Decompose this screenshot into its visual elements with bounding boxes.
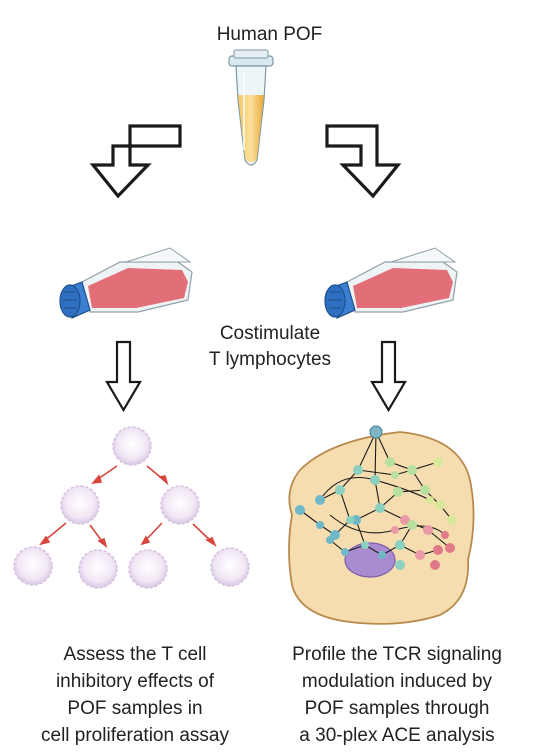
t-cell-gen1-left	[60, 485, 100, 525]
t-cell-gen2-4	[210, 547, 250, 587]
right-caption: Profile the TCR signaling modulation ind…	[255, 641, 539, 749]
left-caption: Assess the T cell inhibitory effects of …	[0, 641, 270, 749]
t-cell-gen2-3	[128, 549, 168, 589]
culture-flask-right-icon	[324, 247, 458, 319]
right-caption-line-4: a 30-plex ACE analysis	[299, 725, 495, 746]
costimulate-line-1: Costimulate	[219, 323, 321, 344]
left-caption-line-2: inhibitory effects of	[55, 671, 215, 692]
down-arrow-right-icon	[370, 340, 407, 413]
t-cell-gen2-1	[13, 546, 53, 586]
t-cell-parent	[112, 426, 152, 466]
proliferation-tree	[13, 426, 250, 589]
right-caption-line-3: POF samples through	[304, 698, 490, 719]
down-arrow-left-icon	[105, 340, 142, 413]
t-cell-gen1-right	[160, 485, 200, 525]
left-caption-line-4: cell proliferation assay	[41, 725, 229, 746]
signaling-nodes	[295, 425, 457, 570]
left-caption-line-3: POF samples in	[67, 698, 203, 719]
signaling-cell-illustration	[288, 425, 475, 625]
split-arrow-right-icon	[325, 124, 402, 199]
sample-tube-icon	[228, 49, 274, 166]
culture-flask-left-icon	[59, 247, 193, 319]
left-caption-line-1: Assess the T cell	[63, 644, 207, 665]
costimulate-line-2: T lymphocytes	[208, 349, 332, 370]
right-caption-line-2: modulation induced by	[301, 671, 493, 692]
right-caption-line-1: Profile the TCR signaling	[292, 644, 502, 665]
costimulate-label: Costimulate T lymphocytes	[150, 321, 390, 373]
t-cell-gen2-2	[78, 549, 118, 589]
split-arrow-left-icon	[89, 124, 182, 199]
title-label: Human POF	[216, 24, 323, 45]
